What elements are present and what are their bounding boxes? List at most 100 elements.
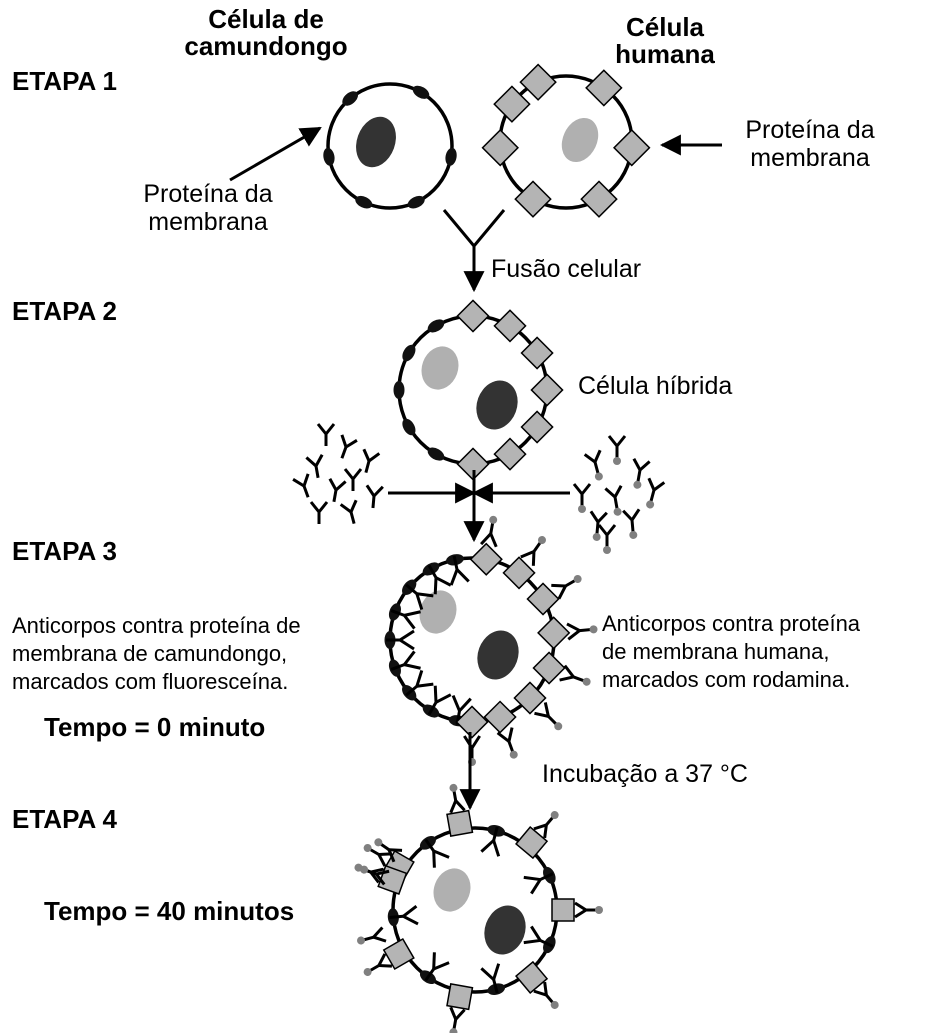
antibody-arm [343, 468, 355, 480]
antibody-stem [427, 564, 438, 579]
antibody-arm [480, 967, 495, 981]
antibody-arm [507, 727, 514, 742]
mouse-cell-title: Célula de camundongo [184, 4, 348, 61]
antibody-arm [520, 550, 535, 559]
human-membrane-protein [481, 129, 519, 167]
hybrid-human-protein [456, 447, 490, 481]
step-1-label: ETAPA 1 [12, 66, 117, 96]
step3-rhodamine-antibody [534, 702, 563, 731]
antibody-arm [480, 532, 492, 546]
antibody-arm [530, 878, 542, 895]
rhodamine-marker [595, 906, 603, 914]
hybrid-mouse-protein [402, 344, 416, 362]
antibody-arm [489, 533, 498, 548]
fluorescein-antibody [328, 478, 347, 503]
antibody-arm [563, 664, 575, 678]
step3-human-protein [469, 542, 503, 576]
antibody-arm [415, 669, 424, 687]
mouse-membrane-protein [323, 147, 335, 166]
fusion-line-right [472, 209, 506, 247]
antibody-arm [375, 873, 386, 886]
antibody-arm [432, 850, 436, 868]
human-membrane-protein [585, 69, 623, 107]
step4-mouse-nucleus [484, 905, 526, 955]
hybrid-cell-label: Célula híbrida [578, 372, 733, 400]
rhodamine-marker [509, 750, 518, 759]
antibody-arm [316, 423, 328, 435]
antibody-arm [559, 675, 574, 682]
hybrid-human-nucleus [421, 346, 459, 390]
antibody-stem [364, 460, 371, 473]
antibody-stem [636, 469, 642, 483]
antibody-arm [433, 685, 438, 703]
antibody-stem [593, 461, 600, 474]
antibody-stem [389, 914, 404, 919]
step4-rhodamine-antibody [374, 838, 403, 863]
rhodamine-marker [357, 936, 366, 945]
step3-rhodamine-antibody [463, 735, 481, 766]
step4-rhodamine-antibody [360, 865, 390, 886]
antibody-stem [545, 994, 555, 1005]
fusion-line-left [442, 209, 476, 247]
rhodamine-antibody [572, 483, 592, 513]
antibody-arm [309, 501, 321, 513]
step3-fluorescein-antibody [405, 669, 434, 697]
rhodamine-antibody [604, 485, 623, 516]
antibody-arm [377, 853, 387, 867]
human-membrane-protein [514, 180, 552, 218]
antibody-stem [332, 489, 338, 503]
antibody-stem [539, 872, 554, 881]
step4-human-protein [382, 937, 415, 971]
antibody-arm [597, 524, 609, 536]
antibody-arm [583, 453, 596, 464]
step3-human-protein [455, 705, 489, 739]
rhodamine-marker [573, 575, 582, 583]
rhodamine-marker [550, 811, 559, 820]
antibody-stem [371, 495, 376, 509]
antibody-arm [368, 452, 381, 463]
step3-fluorescein-antibody [390, 609, 421, 630]
rhodamine-marker [592, 532, 601, 541]
antibody-arm [305, 456, 317, 468]
antibody-arm [543, 702, 550, 717]
step4-rhodamine-antibody [533, 811, 559, 839]
antibody-arm [632, 458, 642, 471]
antibody-arm [530, 925, 542, 942]
hybrid-human-protein [493, 437, 527, 471]
antibody-stem [532, 540, 543, 553]
human-membrane-protein [519, 63, 557, 101]
hybrid-mouse-nucleus [476, 380, 518, 430]
antibody-stem [379, 842, 390, 852]
antibody-stem [349, 511, 356, 524]
antibody-arm [403, 650, 416, 666]
antibody-arm [376, 869, 390, 876]
rhodamine-marker [613, 457, 621, 465]
antibody-stem [314, 465, 320, 479]
step4-human-nucleus [433, 868, 471, 912]
antibodies-mouse-label: Anticorpos contra proteína de membrana d… [12, 613, 301, 694]
step4-rhodamine-antibody [363, 844, 392, 867]
antibody-arm [534, 711, 549, 718]
step3-rhodamine-antibody [496, 727, 518, 759]
antibody-arm [567, 629, 581, 641]
human-membrane-protein [580, 180, 618, 218]
cell-fusion-label: Fusão celular [491, 255, 642, 283]
antibody-arm [593, 449, 602, 463]
antibody-arm [335, 480, 347, 492]
step-3-label: ETAPA 3 [12, 536, 117, 566]
antibody-arm [533, 823, 547, 831]
antibody-arm [630, 508, 641, 521]
step3-fluorescein-antibody [405, 583, 434, 611]
antibody-stem [390, 609, 405, 617]
antibody-arm [572, 483, 584, 495]
antibody-arm [580, 483, 592, 495]
step3-fluorescein-antibody [386, 629, 415, 651]
antibody-arm [574, 901, 587, 912]
mouse-membrane-protein [407, 195, 425, 209]
rhodamine-marker [613, 507, 622, 516]
antibody-arm [543, 981, 548, 996]
step4-fluorescein-antibody [523, 872, 554, 895]
antibody-arm [449, 800, 458, 814]
